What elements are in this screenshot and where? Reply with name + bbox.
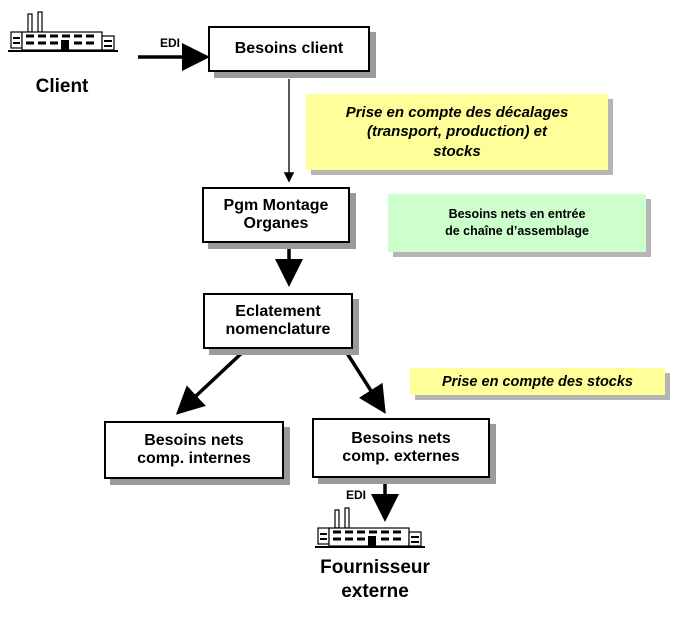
- supplier-label-line1: Fournisseur: [320, 557, 430, 578]
- supplier-label: Fournisseur externe: [300, 556, 450, 604]
- box-besoins-client-text: Besoins client: [234, 39, 344, 57]
- box-comp-externes-line1: Besoins nets: [351, 429, 451, 447]
- box-pgm-montage: Pgm Montage Organes: [202, 187, 350, 243]
- supplier-edi-label: EDI: [345, 488, 366, 502]
- box-eclatement: Eclatement nomenclature: [203, 293, 353, 349]
- note-entree-chaine: Besoins nets en entrée de chaîne d’assem…: [388, 194, 646, 252]
- box-besoins-client: Besoins client: [208, 26, 370, 72]
- supplier-label-line2: externe: [341, 580, 409, 602]
- note-decalages: Prise en compte des décalages (transport…: [306, 94, 608, 170]
- box-pgm-montage-line1: Pgm Montage: [223, 196, 329, 214]
- supplier-factory-icon: [313, 506, 427, 549]
- box-comp-internes-line2: comp. internes: [137, 450, 251, 467]
- box-eclatement-line2: nomenclature: [225, 321, 331, 338]
- arrow-eclatement-to-internes: [175, 348, 247, 415]
- box-comp-externes-line2: comp. externes: [342, 448, 460, 465]
- note-decalages-line2: (transport, production) et: [366, 123, 547, 141]
- box-comp-internes-line1: Besoins nets: [144, 431, 244, 449]
- box-eclatement-line1: Eclatement: [235, 302, 321, 320]
- note-stocks-text: Prise en compte des stocks: [442, 373, 633, 390]
- box-pgm-montage-line2: Organes: [243, 215, 309, 232]
- box-comp-externes: Besoins nets comp. externes: [312, 418, 490, 478]
- note-entree-line2: de chaîne d’assemblage: [445, 224, 589, 238]
- client-edi-label: EDI: [159, 36, 180, 50]
- box-comp-internes: Besoins nets comp. internes: [104, 421, 284, 479]
- note-entree-line1: Besoins nets en entrée: [448, 207, 586, 222]
- note-stocks: Prise en compte des stocks: [410, 368, 665, 395]
- note-decalages-line1: Prise en compte des décalages: [345, 103, 569, 121]
- note-decalages-line3: stocks: [433, 142, 481, 160]
- client-label: Client: [35, 76, 89, 97]
- arrow-eclatement-to-externes: [343, 349, 386, 414]
- client-factory-icon: [6, 10, 120, 53]
